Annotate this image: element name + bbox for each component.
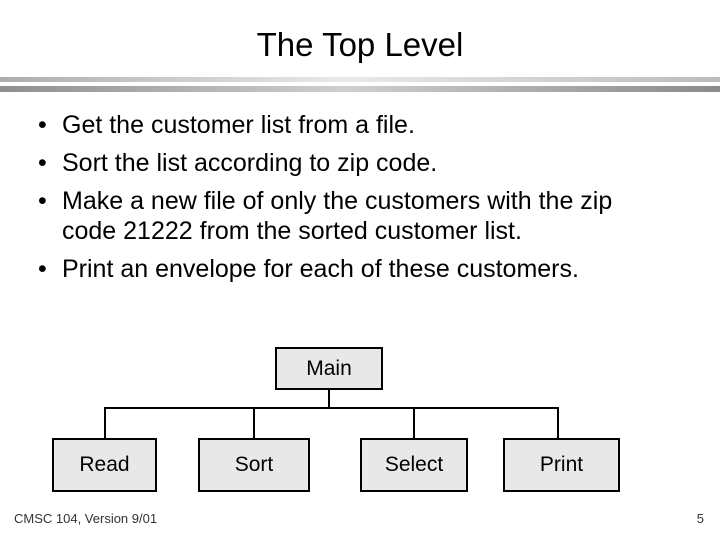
bullet-icon: • [38,149,47,177]
diagram-box-main: Main [275,347,383,390]
slide-title: The Top Level [256,26,464,63]
title-separator-bottom-rule [0,86,720,92]
diagram-box-select: Select [360,438,468,492]
bullet-item: • Make a new file of only the customers … [38,186,654,246]
bullet-item: • Sort the list according to zip code. [38,148,654,178]
connector-stub-sort [253,407,255,438]
footer-page-number: 5 [696,511,704,526]
diagram-box-print-label: Print [539,453,584,476]
bullet-text: Sort the list according to zip code. [62,149,438,177]
bullet-item: • Print an envelope for each of these cu… [38,254,654,284]
diagram-box-sort: Sort [198,438,310,492]
bullet-icon: • [38,255,47,283]
connector-stub-print [557,407,559,438]
diagram-box-read-label: Read [79,453,130,476]
bullet-icon: • [38,111,47,139]
connector-horizontal [104,407,559,409]
connector-main-drop [328,390,330,407]
bullet-item: • Get the customer list from a file. [38,110,654,140]
bullet-list: • Get the customer list from a file. • S… [38,110,654,292]
diagram-box-read: Read [52,438,157,492]
bullet-icon: • [38,187,47,215]
title-separator-top-rule [0,77,720,82]
bullet-text: Get the customer list from a file. [62,111,415,139]
connector-stub-select [413,407,415,438]
footer-course-label: CMSC 104, Version 9/01 [14,511,158,526]
diagram-box-main-label: Main [306,356,352,380]
diagram-box-select-label: Select [384,453,444,476]
diagram-box-sort-label: Sort [234,453,274,476]
connector-stub-read [104,407,106,438]
bullet-text: Make a new file of only the customers wi… [62,187,613,245]
bullet-text: Print an envelope for each of these cust… [62,255,579,283]
diagram-box-print: Print [503,438,620,492]
